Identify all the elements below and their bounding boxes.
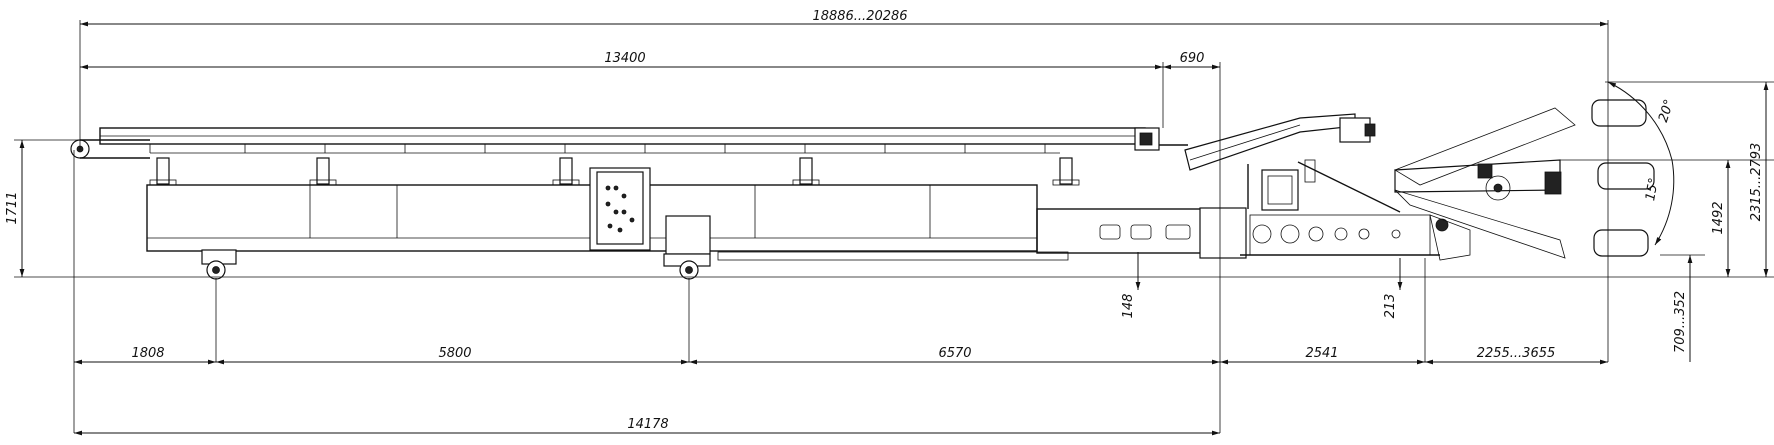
head-drive (1134, 127, 1188, 151)
control-panel (596, 171, 644, 245)
dimension-labels: 18886...20286 13400 690 1711 148 213 149… (5, 9, 1764, 432)
cutting-boom (1394, 99, 1655, 261)
dim-height-left: 1711 (5, 191, 20, 224)
dimension-lines (19, 21, 1769, 436)
dim-seg-range: 2255...3655 (1477, 346, 1556, 361)
dim-head-offset: 690 (1180, 51, 1205, 66)
crawler-wheel-middle (663, 253, 711, 280)
dim-base-length: 14178 (627, 417, 668, 432)
dim-conveyor-length: 13400 (604, 51, 645, 66)
dim-height-1492: 1492 (1711, 201, 1726, 234)
dim-seg-2541: 2541 (1305, 346, 1338, 361)
belt-conveyor-frame (99, 127, 1146, 154)
dim-height-range: 2315...2793 (1749, 143, 1764, 222)
dim-seg-6570: 6570 (938, 346, 971, 361)
dim-angle-down: 15° (1643, 177, 1662, 202)
dim-overall-length: 18886...20286 (812, 9, 907, 24)
loader-arm (1036, 207, 1440, 259)
dim-clearance-148: 148 (1121, 294, 1136, 319)
dim-clearance-213: 213 (1383, 294, 1398, 319)
inclined-feeder (1184, 113, 1401, 213)
dim-depth-range: 709...352 (1673, 291, 1688, 353)
dim-angle-up: 20° (1656, 98, 1677, 125)
crawler-wheel-left (201, 249, 237, 280)
dim-seg-5800: 5800 (438, 346, 471, 361)
extension-lines (14, 20, 1774, 433)
tail-pulley (70, 139, 150, 159)
conveyor-machine (70, 99, 1655, 280)
dim-seg-1808: 1808 (131, 346, 164, 361)
frame-supports (149, 157, 1080, 186)
